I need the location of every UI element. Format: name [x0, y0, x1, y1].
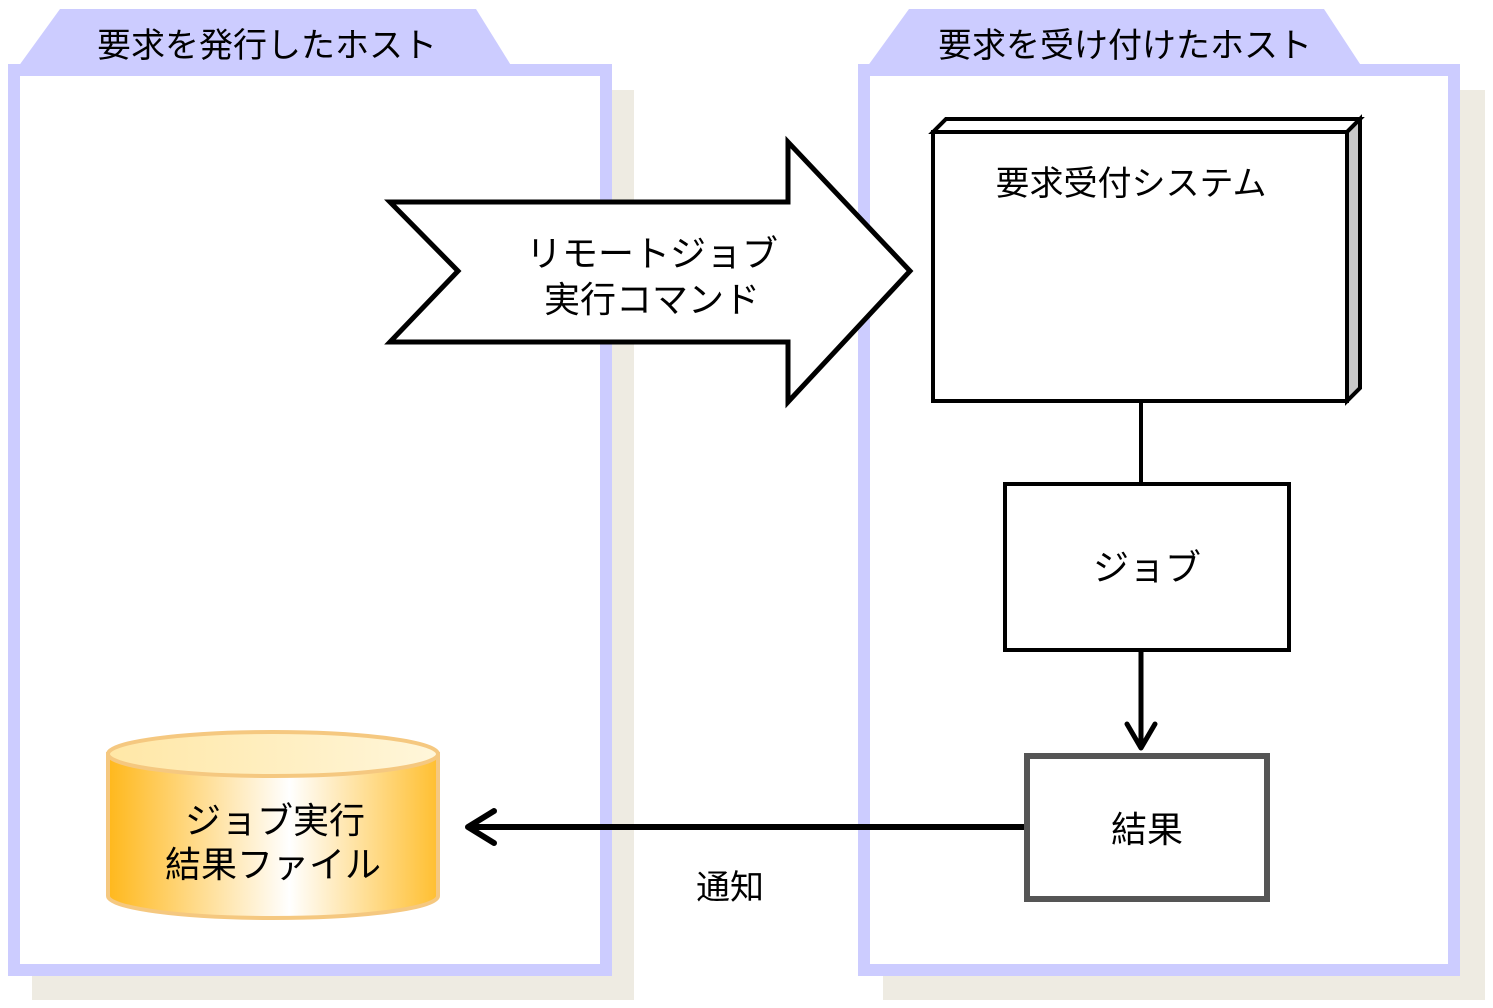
left-host-title: 要求を発行したホスト	[97, 26, 437, 66]
result-file-cylinder-top	[106, 730, 440, 778]
result-box-frame	[1024, 753, 1270, 902]
result-file-cylinder-body	[106, 752, 440, 920]
result-file-line1: ジョブ実行	[185, 801, 365, 842]
notify-label: 通知	[696, 868, 764, 908]
result-file-line2: 結果ファイル	[165, 845, 381, 886]
job-box: ジョブ	[1003, 482, 1291, 652]
left-host-tab	[18, 9, 512, 67]
notify-arrow-head	[465, 808, 497, 846]
command-arrow-line2: 実行コマンド	[544, 280, 760, 321]
job-box-frame	[1003, 482, 1291, 652]
right-host-title: 要求を受け付けたホスト	[938, 26, 1312, 66]
reception-system-front-face	[931, 130, 1349, 403]
command-arrow-line1: リモートジョブ	[526, 234, 778, 275]
reception-system-label: 要求受付システム	[996, 164, 1267, 204]
command-arrow: リモートジョブ 実行コマンド	[384, 135, 914, 409]
reception-system-box: 要求受付システム	[928, 114, 1365, 406]
right-host-tab	[867, 9, 1362, 67]
job-result-arrow	[1124, 652, 1158, 751]
notify-arrow: 通知	[465, 808, 1024, 908]
result-label: 結果	[1111, 810, 1183, 851]
result-file-cylinder: ジョブ実行 結果ファイル	[106, 730, 440, 920]
result-box: 結果	[1024, 753, 1270, 902]
command-arrow-shape	[384, 135, 914, 409]
job-result-arrow-head	[1124, 721, 1158, 751]
job-label: ジョブ	[1093, 548, 1201, 589]
